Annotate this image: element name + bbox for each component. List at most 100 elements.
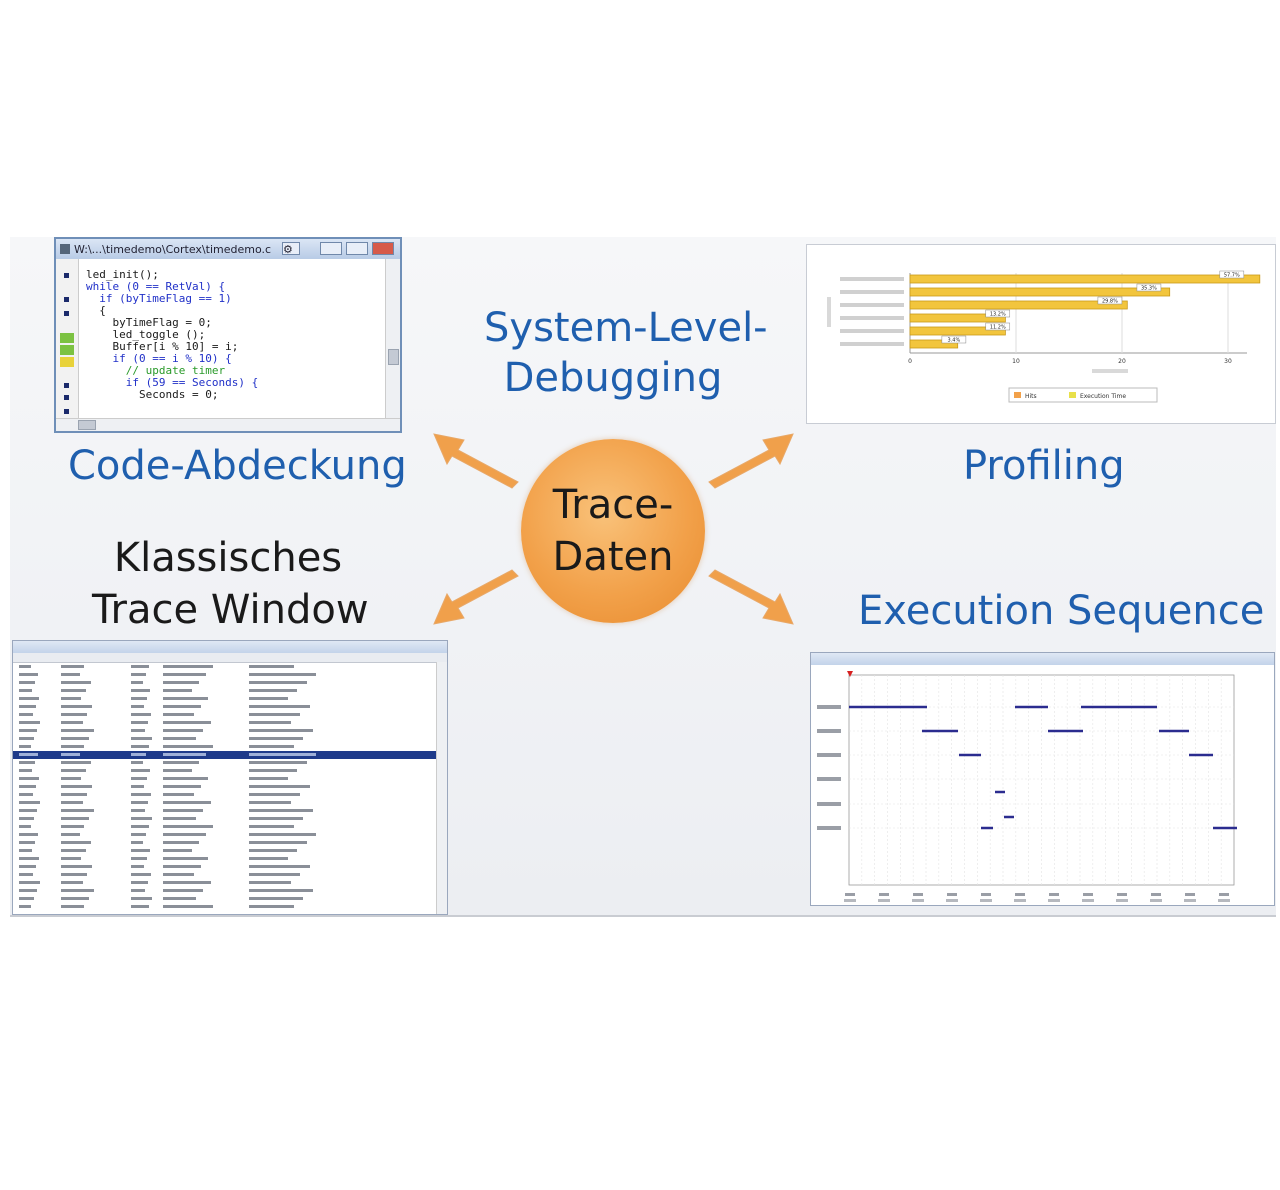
trace-cell — [131, 705, 145, 708]
table-row[interactable] — [13, 863, 447, 871]
legend-box — [1008, 387, 1158, 403]
table-row[interactable] — [13, 687, 447, 695]
time-tick-label — [1082, 899, 1094, 902]
execution-sequence-label: Execution Sequence — [858, 588, 1265, 634]
time-tick-label — [1219, 893, 1229, 896]
time-tick-label — [1049, 893, 1059, 896]
settings-icon[interactable]: ⚙ — [282, 242, 300, 256]
table-row[interactable] — [13, 791, 447, 799]
table-row[interactable] — [13, 767, 447, 775]
table-row[interactable] — [13, 815, 447, 823]
trace-cell — [61, 769, 86, 772]
trace-vscroll[interactable] — [436, 662, 447, 914]
table-row[interactable] — [13, 719, 447, 727]
trace-cell — [19, 809, 38, 812]
bar-value-label: 29.8% — [1102, 299, 1118, 305]
cursor-marker-icon[interactable] — [847, 671, 853, 677]
table-row[interactable] — [13, 879, 447, 887]
trace-cell — [249, 817, 304, 820]
table-row[interactable] — [13, 679, 447, 687]
table-row[interactable] — [13, 895, 447, 903]
table-row[interactable] — [13, 847, 447, 855]
table-row[interactable] — [13, 783, 447, 791]
trace-cell — [61, 785, 93, 788]
task-name-label — [817, 729, 841, 733]
coverage-marker-full — [60, 333, 74, 343]
code-line: byTimeFlag = 0; — [86, 316, 212, 329]
trace-cell — [163, 745, 213, 748]
divider — [10, 915, 1276, 917]
table-row[interactable] — [13, 759, 447, 767]
trace-row-selected[interactable] — [13, 751, 447, 759]
table-row[interactable] — [13, 903, 447, 911]
table-row[interactable] — [13, 871, 447, 879]
bar-value-label: 11.2% — [990, 325, 1006, 331]
trace-cell — [249, 897, 304, 900]
close-button[interactable] — [372, 242, 394, 255]
trace-cell — [163, 833, 206, 836]
horizontal-scrollbar[interactable] — [56, 418, 400, 431]
vertical-scrollbar[interactable] — [385, 259, 400, 419]
coverage-marker — [64, 409, 69, 414]
table-row[interactable] — [13, 839, 447, 847]
profiling-bar — [909, 274, 1261, 284]
time-tick-label — [1116, 899, 1128, 902]
table-row[interactable] — [13, 807, 447, 815]
trace-cell — [249, 761, 307, 764]
time-tick-label — [980, 899, 992, 902]
code-window-titlebar: W:\...\timedemo\Cortex\timedemo.c ⚙ — [56, 239, 400, 259]
table-row[interactable] — [13, 799, 447, 807]
trace-cell — [131, 897, 153, 900]
task-name-label — [817, 826, 841, 830]
trace-cell — [163, 713, 194, 716]
trace-window-titlebar — [13, 641, 447, 653]
trace-cell — [163, 889, 204, 892]
trace-cell — [131, 865, 145, 868]
table-row[interactable] — [13, 775, 447, 783]
table-row[interactable] — [13, 711, 447, 719]
profiling-bar — [909, 326, 1006, 336]
trace-cell — [249, 729, 313, 732]
trace-cell — [131, 857, 148, 860]
trace-cell — [163, 697, 209, 700]
trace-cell — [19, 833, 39, 836]
trace-cell — [249, 737, 304, 740]
time-tick-label — [1015, 893, 1025, 896]
bar-category-label — [840, 329, 904, 333]
trace-cell — [163, 705, 202, 708]
table-row[interactable] — [13, 727, 447, 735]
trace-cell — [61, 697, 82, 700]
trace-cell — [163, 761, 199, 764]
table-row[interactable] — [13, 663, 447, 671]
profiling-bar — [909, 313, 1006, 323]
table-row[interactable] — [13, 823, 447, 831]
table-row[interactable] — [13, 855, 447, 863]
trace-cell — [249, 753, 317, 756]
trace-cell — [131, 721, 149, 724]
minimize-button[interactable] — [320, 242, 342, 255]
table-row[interactable] — [13, 743, 447, 751]
table-row[interactable] — [13, 831, 447, 839]
trace-cell — [61, 793, 88, 796]
time-tick-label — [845, 893, 855, 896]
trace-cell — [249, 785, 310, 788]
bar-value-box — [1136, 283, 1162, 292]
table-row[interactable] — [13, 887, 447, 895]
maximize-button[interactable] — [346, 242, 368, 255]
trace-cell — [131, 833, 147, 836]
profiling-bar — [909, 300, 1128, 310]
scroll-thumb[interactable] — [388, 349, 399, 365]
center-label-line2: Daten — [552, 534, 674, 580]
trace-cell — [61, 817, 89, 820]
trace-cell — [19, 897, 35, 900]
table-row[interactable] — [13, 703, 447, 711]
trace-cell — [61, 873, 88, 876]
scroll-thumb[interactable] — [78, 420, 96, 430]
profiling-label: Profiling — [963, 443, 1125, 489]
table-row[interactable] — [13, 735, 447, 743]
coverage-marker-full — [60, 345, 74, 355]
table-row[interactable] — [13, 695, 447, 703]
bar-value-box — [985, 309, 1011, 318]
table-row[interactable] — [13, 671, 447, 679]
code-window-icon — [60, 244, 70, 254]
